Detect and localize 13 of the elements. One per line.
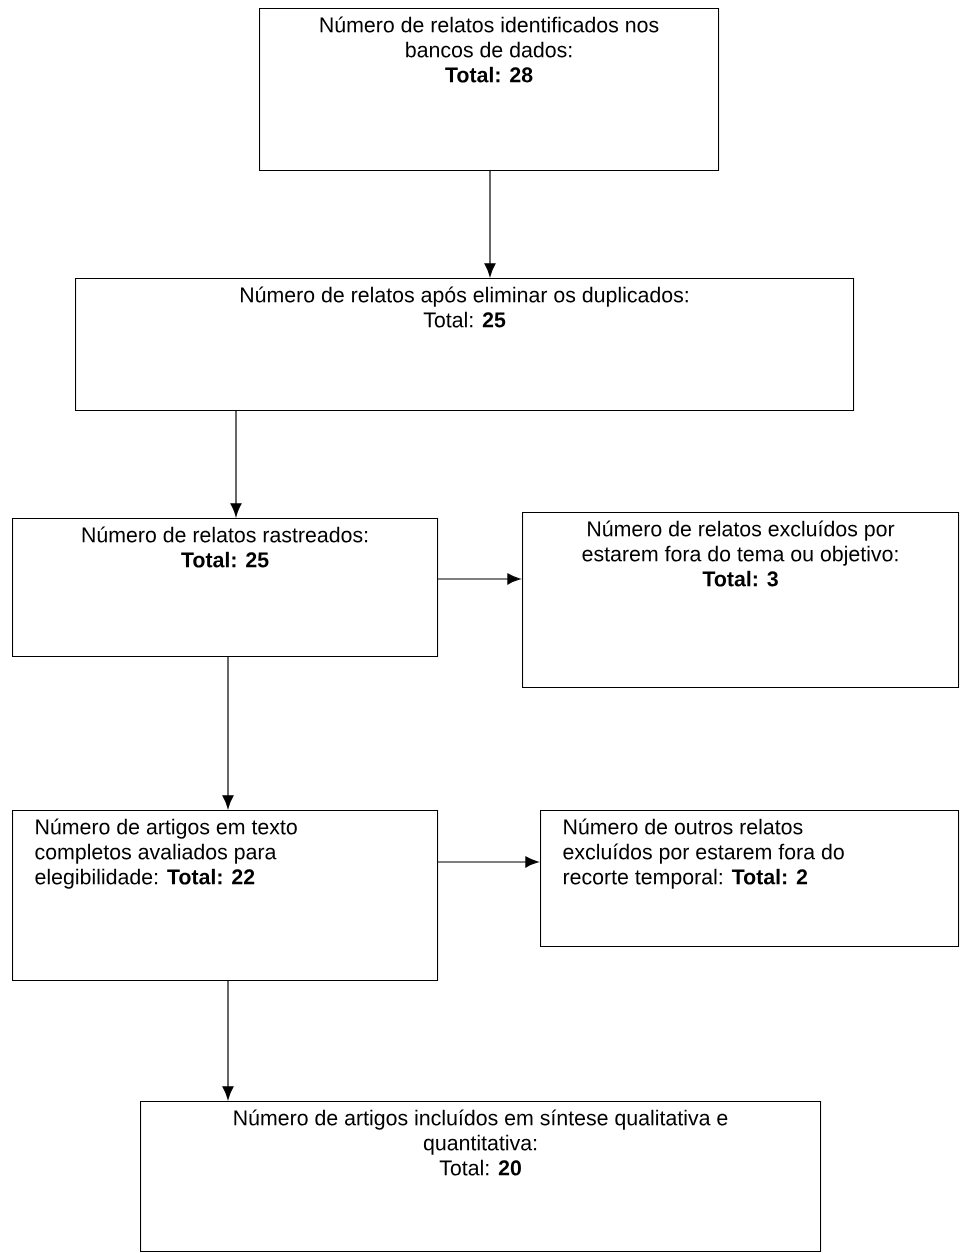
arrow [437,856,539,868]
process-box: Número de relatos identificados nos bancos de dados: Total: 28 [259,8,720,172]
process-box: Número de relatos após eliminar os duplicados: Total: 25 [75,278,855,412]
arrow [230,410,242,517]
arrow [437,573,521,585]
arrow [222,656,234,809]
process-box: Número de artigos em texto completos avaliados para elegibilidade: Total: 22 [12,810,439,982]
arrow [222,980,234,1100]
process-box: Número de relatos excluídos por estarem fora do tema ou objetivo: Total: 3 [522,512,960,689]
arrow [484,170,496,277]
process-box: Número de outros relatos excluídos por estarem fora do recorte temporal: Total: 2 [540,810,960,948]
process-box: Número de artigos incluídos em síntese qualitativa e quantitativa: Total: 20 [140,1101,822,1253]
process-box: Número de relatos rastreados: Total: 25 [12,518,439,658]
